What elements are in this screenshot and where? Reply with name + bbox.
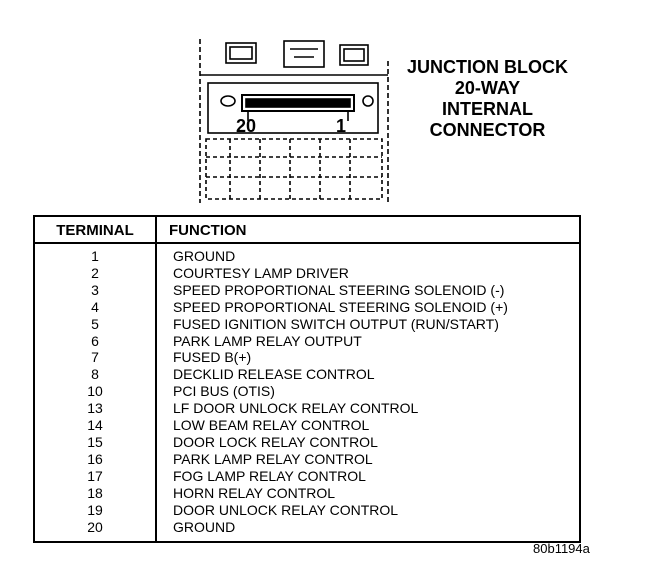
table-row: 13 LF DOOR UNLOCK RELAY CONTROL	[34, 400, 580, 418]
terminal-number: 15	[34, 433, 157, 451]
terminal-number: 14	[34, 417, 157, 434]
terminal-number: 6	[34, 332, 157, 350]
terminal-function: DECKLID RELEASE CONTROL	[173, 366, 375, 383]
pin-label-1: 1	[336, 116, 347, 136]
table-row: 1 GROUND	[34, 243, 580, 265]
terminal-number: 8	[34, 366, 157, 384]
pin-label-20: 20	[236, 116, 257, 136]
terminal-function: HORN RELAY CONTROL	[173, 484, 336, 501]
terminal-number: 7	[34, 349, 157, 367]
table-row: 5 FUSED IGNITION SWITCH OUTPUT (RUN/START…	[34, 315, 580, 333]
terminal-number: 18	[34, 484, 157, 502]
terminal-number: 19	[34, 501, 157, 519]
terminal-number: 16	[34, 450, 157, 468]
internal-connector-slot	[241, 94, 355, 112]
table-row: 2 COURTESY LAMP DRIVER	[34, 264, 580, 282]
terminal-number: 17	[34, 467, 157, 485]
table-row: 16 PARK LAMP RELAY CONTROL	[34, 450, 580, 468]
terminal-function: SPEED PROPORTIONAL STEERING SOLENOID (+)	[173, 298, 508, 315]
terminal-function: FUSED B(+)	[173, 349, 252, 366]
terminal-function: GROUND	[173, 518, 236, 535]
terminal-number: 2	[34, 264, 157, 282]
terminal-function: PARK LAMP RELAY CONTROL	[173, 450, 373, 467]
terminal-function: FOG LAMP RELAY CONTROL	[173, 467, 366, 484]
table-row: 19 DOOR UNLOCK RELAY CONTROL	[34, 501, 580, 519]
table-row: 4 SPEED PROPORTIONAL STEERING SOLENOID (+…	[34, 298, 580, 316]
terminal-function: DOOR LOCK RELAY CONTROL	[173, 433, 378, 450]
title-line-3: INTERNAL	[442, 99, 533, 119]
connector-title: JUNCTION BLOCK 20-WAY INTERNAL CONNECTOR	[395, 57, 580, 141]
terminal-function: GROUND	[173, 248, 236, 264]
terminal-number: 5	[34, 315, 157, 333]
terminal-number: 1	[34, 243, 157, 265]
table-row: 14 LOW BEAM RELAY CONTROL	[34, 417, 580, 434]
terminal-function: LF DOOR UNLOCK RELAY CONTROL	[173, 400, 419, 417]
top-relay-center	[283, 40, 325, 68]
table-row: 15 DOOR LOCK RELAY CONTROL	[34, 433, 580, 451]
title-line-1: JUNCTION BLOCK	[407, 57, 568, 77]
top-relay-right	[339, 44, 369, 66]
terminal-number: 4	[34, 298, 157, 316]
terminal-function: PARK LAMP RELAY OUTPUT	[173, 332, 362, 349]
terminal-number: 13	[34, 400, 157, 418]
terminal-function: FUSED IGNITION SWITCH OUTPUT (RUN/START)	[173, 315, 499, 332]
title-line-2: 20-WAY	[454, 78, 521, 98]
table-row: 6 PARK LAMP RELAY OUTPUT	[34, 332, 580, 350]
table-row: 17 FOG LAMP RELAY CONTROL	[34, 467, 580, 485]
table-row: 10 PCI BUS (OTIS)	[34, 383, 580, 401]
table-row: 3 SPEED PROPORTIONAL STEERING SOLENOID (-…	[34, 281, 580, 299]
terminal-function: SPEED PROPORTIONAL STEERING SOLENOID (-)	[173, 281, 505, 298]
table-row: 20 GROUND	[34, 518, 580, 543]
top-relay-left	[225, 42, 257, 64]
terminal-number: 10	[34, 383, 157, 401]
table-row: 7 FUSED B(+)	[34, 349, 580, 367]
table-row: 8 DECKLID RELEASE CONTROL	[34, 366, 580, 384]
terminal-function: LOW BEAM RELAY CONTROL	[173, 417, 370, 434]
table-row: 18 HORN RELAY CONTROL	[34, 484, 580, 502]
junction-block-diagram	[199, 39, 389, 203]
connector-housing	[207, 82, 379, 134]
terminal-number: 20	[34, 518, 157, 543]
figure-id: 80b1194a	[533, 541, 590, 556]
terminal-number: 3	[34, 281, 157, 299]
terminal-function: DOOR UNLOCK RELAY CONTROL	[173, 501, 399, 518]
terminal-function: PCI BUS (OTIS)	[173, 383, 275, 400]
table-header-row: TERMINAL FUNCTION	[34, 216, 580, 244]
title-line-4: CONNECTOR	[429, 120, 546, 140]
header-function: FUNCTION	[156, 216, 580, 244]
header-terminal: TERMINAL	[34, 216, 157, 244]
terminal-function: COURTESY LAMP DRIVER	[173, 264, 349, 281]
